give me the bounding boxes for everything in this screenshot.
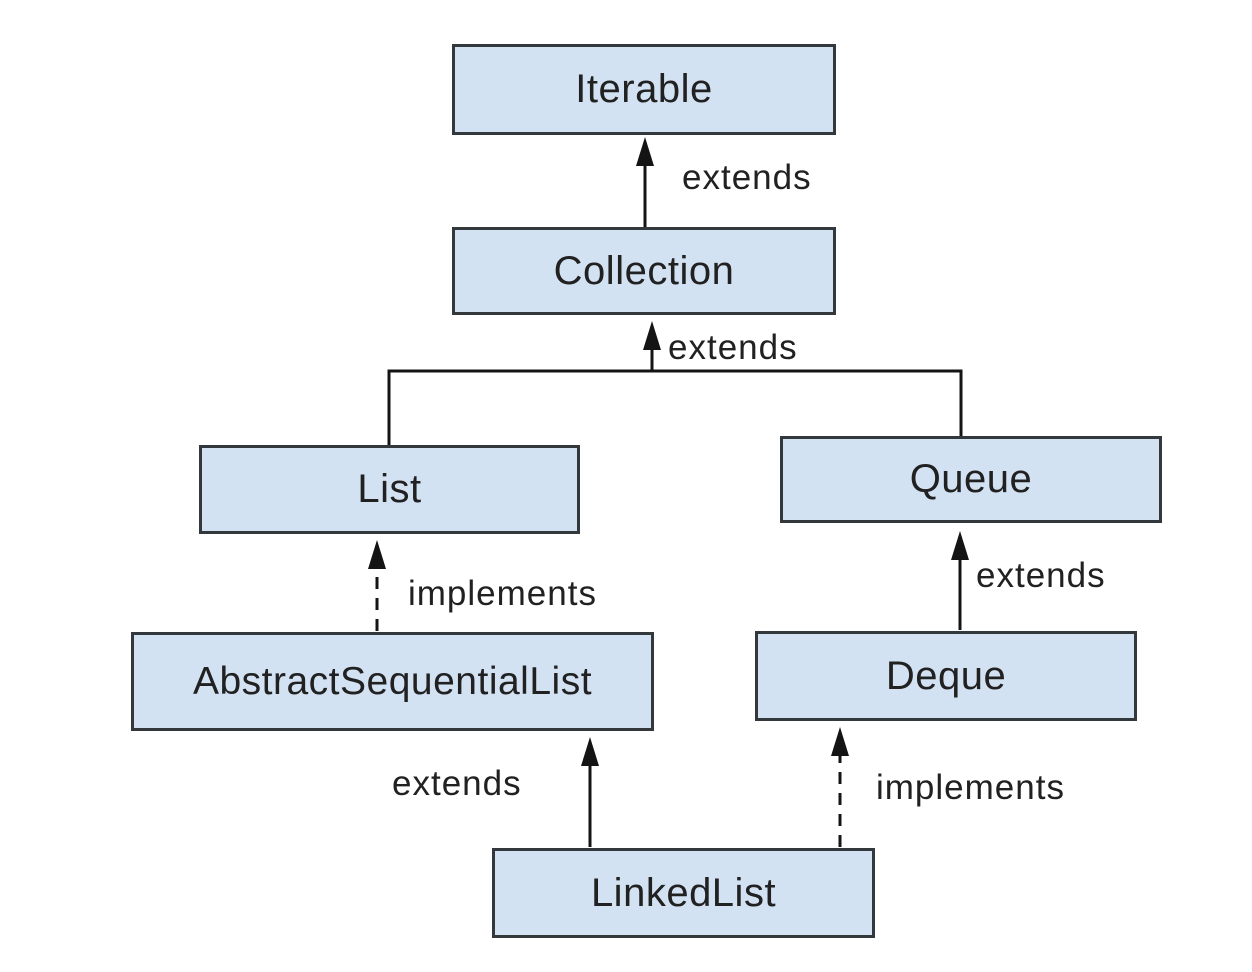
arrowhead-icon xyxy=(581,737,599,766)
class-box-iterable: Iterable xyxy=(452,44,836,135)
edge-branch-bus xyxy=(387,369,963,447)
arrowhead-icon xyxy=(831,727,849,756)
class-box-collection: Collection xyxy=(452,227,836,315)
edge-label-extends-collection-iterable: extends xyxy=(682,158,812,197)
edge-label-implements-asl-list: implements xyxy=(408,574,597,613)
edge-label-implements-linkedlist-deque: implements xyxy=(876,768,1065,807)
arrowhead-icon xyxy=(643,321,661,350)
arrowhead-icon xyxy=(368,540,386,569)
arrowhead-icon xyxy=(951,531,969,560)
class-box-list: List xyxy=(199,445,580,534)
class-box-deque: Deque xyxy=(755,631,1137,721)
class-box-abstract-sequential-list: AbstractSequentialList xyxy=(131,632,654,731)
edge-label-extends-deque-queue: extends xyxy=(976,556,1106,595)
arrowhead-icon xyxy=(636,137,654,166)
class-box-queue: Queue xyxy=(780,436,1162,523)
class-box-linked-list: LinkedList xyxy=(492,848,875,938)
edge-label-extends-branch-collection: extends xyxy=(668,328,798,367)
edge-label-extends-linkedlist-asl: extends xyxy=(392,764,522,803)
